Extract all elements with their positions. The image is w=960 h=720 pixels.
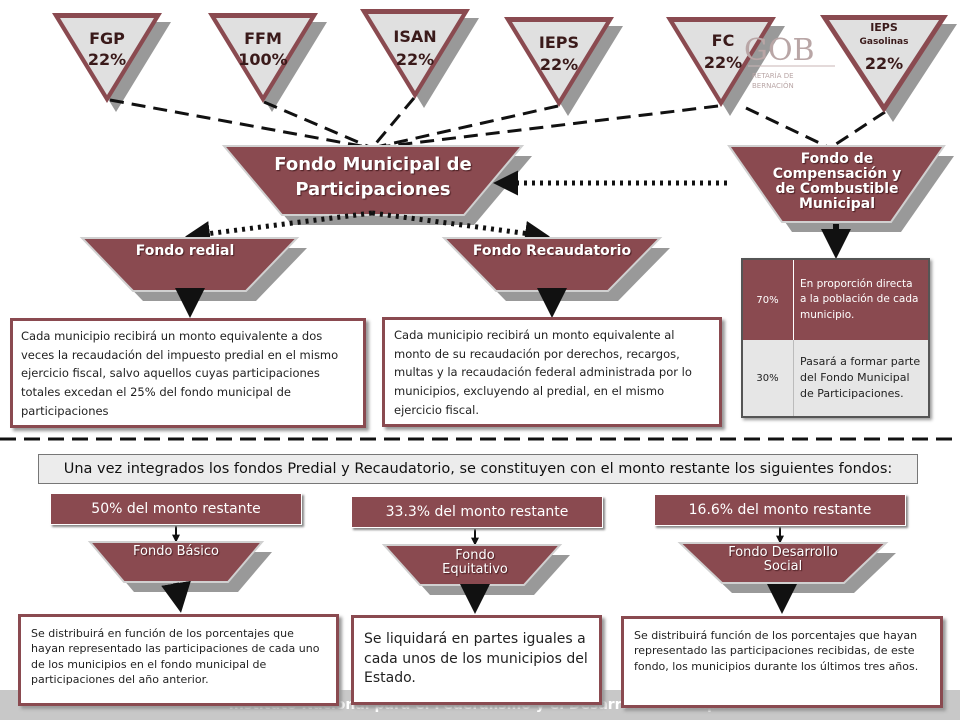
pct-label-desarrollo: 16.6% del monto restante [654,494,906,526]
desarrollo-fund-text: Fondo Desarrollo Social [728,545,838,574]
predial-description-box: Cada municipio recibirá un monto equival… [10,318,366,428]
tax-label-ieps-gasolinas: IEPS Gasolinas 22% [844,21,924,73]
gob-logo-line2: BERNACIÓN [752,81,794,90]
desarrollo-description: Se distribuirá función de los porcentaje… [634,629,919,673]
compensation-pct: 70% [756,294,779,306]
tax-label-fgp: FGP 22% [67,29,147,70]
compensation-text: En proporción directa a la población de … [793,260,928,340]
intro-banner: Una vez integrados los fondos Predial y … [38,454,918,484]
comp-fund-shape [727,145,954,232]
tax-triangle-isan [360,9,479,108]
main-fund-label: Fondo Municipal de Participaciones [262,152,484,202]
basico-fund-text: Fondo Básico [133,544,219,559]
pct-label-text: 50% del monto restante [91,501,261,517]
pct-label-text: 33.3% del monto restante [385,504,569,520]
tax-triangle-fgp [52,13,171,112]
bottom-solid-arrows [161,580,797,614]
tax-pct: 22% [864,53,904,73]
compensation-row: 30% Pasará a formar parte del Fondo Muni… [743,340,928,416]
tax-triangle-ieps [504,17,623,116]
compensation-table: 70% En proporción directa a la población… [741,258,930,418]
equitativo-fund-shape [381,544,570,595]
main-to-recaud-arrow [371,210,550,246]
desarrollo-fund-label: Fondo Desarrollo Social [708,546,858,573]
equitativo-description-box: Se liquidará en partes iguales a cada un… [351,615,602,705]
compensation-row: 70% En proporción directa a la población… [743,260,928,340]
tax-triangle-ffm [208,13,327,112]
gob-logo-line1: RETARÍA DE [752,71,794,80]
main-fund-text: Fondo Municipal de Participaciones [274,154,472,201]
tax-triangle-fc [666,17,785,116]
tax-triangle-ieps-gasolinas [820,15,957,122]
desarrollo-fund-shape [677,542,896,593]
tax-name: FGP [89,29,125,48]
equitativo-fund-text: Fondo Equitativo [442,548,508,577]
tax-name: FC [711,31,735,50]
gob-logo-text: GOB [744,33,815,68]
recaud-fund-label: Fondo Recaudatorio [472,243,632,259]
recaud-description-box: Cada municipio recibirá un monto equival… [382,317,722,427]
tax-sub: Gasolinas [859,36,909,47]
tax-label-fc: FC 22% [683,31,763,73]
basico-description-box: Se distribuirá en función de los porcent… [18,614,339,706]
basico-description: Se distribuirá en función de los porcent… [31,627,320,687]
solid-arrows [175,224,851,318]
tax-connectors [109,97,886,150]
equitativo-description: Se liquidará en partes iguales a cada un… [364,631,588,687]
comp-fund-text: Fondo de Compensación y de Combustible M… [772,151,902,213]
compensation-pct: 30% [756,372,779,384]
tax-name: ISAN [393,27,437,46]
comp-fund-label: Fondo de Compensación y de Combustible M… [762,151,912,213]
predial-fund-label: Fondo redial [130,243,240,259]
predial-fund-shape [79,237,307,301]
tax-label-isan: ISAN 22% [375,27,455,70]
pct-label-equitativo: 33.3% del monto restante [351,496,603,528]
predial-description: Cada municipio recibirá un monto equival… [21,329,339,418]
tax-name: FFM [244,29,282,48]
pct-label-basico: 50% del monto restante [50,493,302,525]
gob-logo: GOB RETARÍA DE BERNACIÓN [744,33,835,90]
tax-pct: 100% [238,50,288,70]
tax-label-ffm: FFM 100% [223,29,303,70]
recaud-fund-text: Fondo Recaudatorio [472,243,632,259]
recaud-fund-shape [441,237,670,301]
thin-arrows [172,526,784,546]
tax-pct: 22% [703,53,743,73]
tax-pct: 22% [395,50,435,70]
desarrollo-description-box: Se distribuirá función de los porcentaje… [621,616,943,708]
recaud-description: Cada municipio recibirá un monto equival… [394,328,692,417]
basico-fund-label: Fondo Básico [126,545,226,559]
main-to-predial-arrow [185,210,373,246]
basico-fund-shape [87,541,272,592]
predial-fund-text: Fondo redial [135,243,235,259]
intro-text: Una vez integrados los fondos Predial y … [63,461,893,477]
equitativo-fund-label: Fondo Equitativo [425,549,525,576]
tax-pct: 22% [87,50,127,70]
tax-name: IEPS [538,33,580,52]
pct-label-text: 16.6% del monto restante [688,502,872,518]
tax-pct: 22% [539,55,579,75]
main-fund-shape [221,145,532,225]
tax-label-ieps: IEPS 22% [519,33,599,75]
compensation-text: Pasará a formar parte del Fondo Municipa… [793,340,928,416]
tax-name: IEPS [870,21,898,34]
